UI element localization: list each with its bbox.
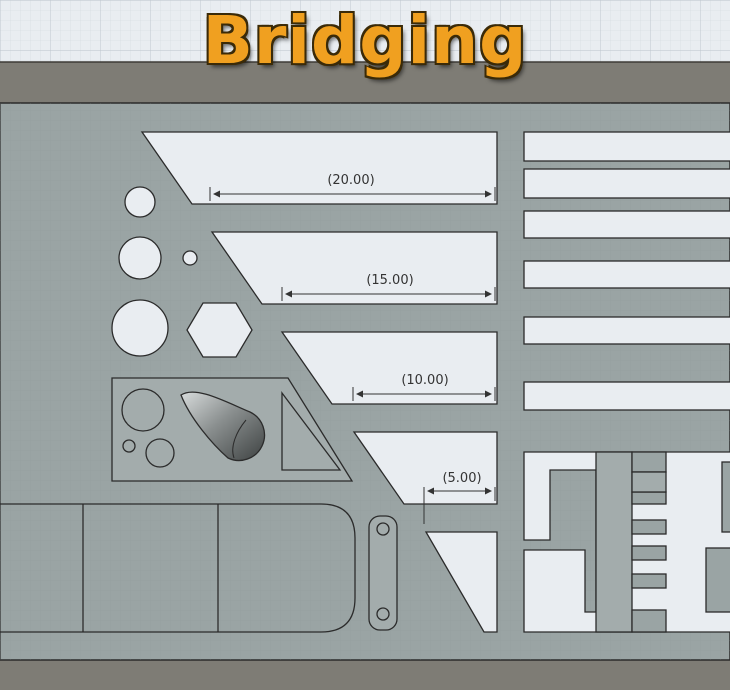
bridge-cutout-10 <box>280 331 498 405</box>
right-slot-5 <box>523 316 730 345</box>
dimension-label-15: (15.00) <box>366 273 413 288</box>
comb-tooth-4 <box>631 545 667 561</box>
page-title: Bridging <box>202 2 528 79</box>
link-hole-bottom <box>376 607 390 621</box>
pocket-circle-small <box>122 439 136 453</box>
rounded-slot <box>0 503 356 633</box>
comb-tooth-6 <box>631 609 667 633</box>
lower-right-column <box>595 451 633 633</box>
hole-small <box>124 186 156 218</box>
right-edge-block-bottom <box>705 547 730 613</box>
right-slot-2 <box>523 168 730 199</box>
hole-tiny <box>182 250 198 266</box>
pocket-triangle <box>281 391 342 471</box>
comb-tooth-3 <box>631 519 667 535</box>
comb-tooth-5 <box>631 573 667 589</box>
bridge-cutout-15 <box>210 231 498 305</box>
dimension-label-10: (10.00) <box>401 373 448 388</box>
pocket-circle-large <box>121 388 165 432</box>
bridge-cutout-20 <box>140 131 498 205</box>
hole-medium <box>118 236 162 280</box>
dimension-label-20: (20.00) <box>327 173 374 188</box>
comb-tooth-1 <box>631 451 667 473</box>
bridge-cutout-0 <box>424 531 498 633</box>
right-slot-4 <box>523 260 730 289</box>
teardrop-overhang <box>180 391 266 462</box>
bridge-cutout-5 <box>352 431 498 505</box>
right-edge-block-top <box>721 461 730 533</box>
right-slot-3 <box>523 210 730 239</box>
pocket-circle-medium <box>145 438 175 468</box>
right-slot-6 <box>523 381 730 411</box>
right-slot-1 <box>523 131 730 162</box>
comb-tooth-2 <box>631 491 667 505</box>
link-bar <box>368 515 398 631</box>
hole-hexagon <box>186 302 253 358</box>
hole-large <box>111 299 169 357</box>
link-hole-top <box>376 522 390 536</box>
dimension-label-5: (5.00) <box>442 471 481 486</box>
